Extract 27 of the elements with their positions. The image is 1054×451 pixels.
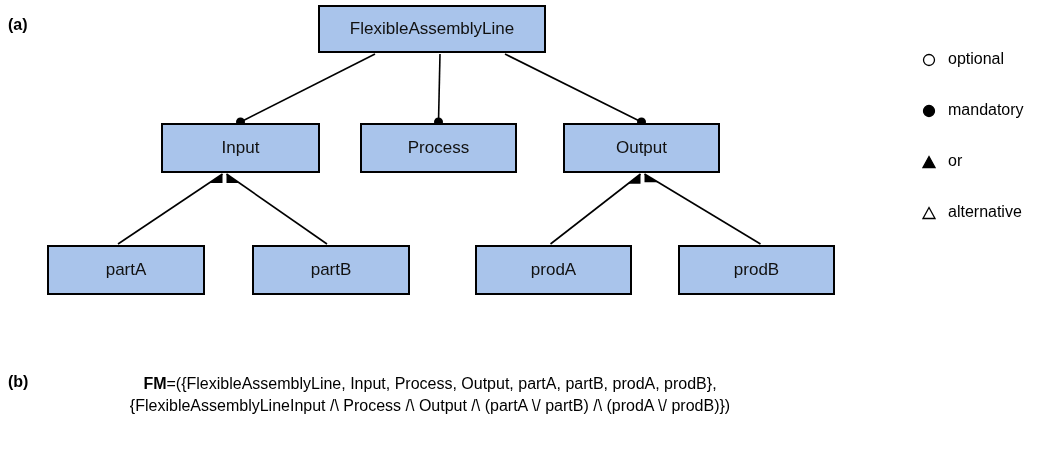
legend-text: or <box>948 152 963 170</box>
feature-box <box>318 5 546 53</box>
legend-text: mandatory <box>948 101 1024 119</box>
legend-text: alternative <box>948 203 1022 221</box>
feature-name: prodB <box>733 260 780 280</box>
feature-box <box>47 245 205 295</box>
connector <box>549 173 642 245</box>
feature-box <box>563 123 720 173</box>
connector <box>643 173 762 245</box>
feature-name: Process <box>407 138 470 158</box>
connector <box>117 173 224 245</box>
feature-name: partA <box>105 260 147 280</box>
feature-box <box>360 123 517 173</box>
feature-name: prodA <box>530 260 577 280</box>
feature-box <box>678 245 835 295</box>
feature-box <box>475 245 632 295</box>
feature-box <box>161 123 320 173</box>
feature-name: Input <box>221 138 260 158</box>
feature-name: partB <box>310 260 352 280</box>
legend-text: optional <box>948 50 1005 68</box>
panel-label: (b) <box>8 373 29 391</box>
feature-box <box>252 245 410 295</box>
panel-label: (a) <box>8 16 28 34</box>
feature-name: FlexibleAssemblyLine <box>349 19 515 39</box>
connector <box>225 173 328 245</box>
feature-name: Output <box>615 138 667 158</box>
formula-text: FM=({FlexibleAssemblyLine, Input, Process, Output, partA, partB, prodA, prodB}, {FlexibleAssemblyLineInput /\ Process /\ Output /\ (partA \/ partB) /\ (prodA \/ prodB)}) <box>128 374 732 416</box>
